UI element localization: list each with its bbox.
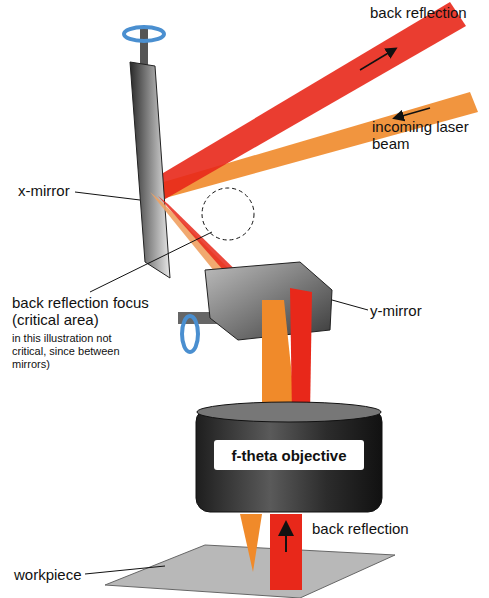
beam-down <box>290 288 312 415</box>
direction-arrow <box>285 524 287 552</box>
part-label: x-mirror <box>18 182 98 199</box>
leader-line <box>332 300 368 310</box>
part-label: in this illustration not critical, since… <box>12 332 142 371</box>
part-label: back reflection <box>312 520 442 537</box>
direction-arrow <box>395 108 430 118</box>
lens-body <box>196 408 382 512</box>
part-label: incoming laser beam <box>372 118 472 152</box>
lens-top <box>197 402 381 422</box>
x-shaft <box>140 28 148 68</box>
rotation-arrow <box>124 27 164 41</box>
critical-area-circle <box>202 188 254 240</box>
direction-arrow <box>360 49 395 70</box>
node-text: f-theta objective <box>231 447 346 464</box>
x-mirror-plate <box>130 62 170 278</box>
lens-label-box: f-theta objective <box>214 440 364 470</box>
back-reflection-beam <box>270 514 302 590</box>
part-label: workpiece <box>14 566 104 583</box>
leader-line <box>90 232 212 292</box>
focused-beam <box>240 514 262 572</box>
part-label: back reflection <box>370 4 489 21</box>
part-label: y-mirror <box>370 302 450 319</box>
leader-line <box>85 566 165 574</box>
rotation-arrow <box>182 316 198 352</box>
part-label: back reflection focus (critical area) <box>12 294 162 328</box>
leader-line <box>75 192 140 200</box>
back-reflection-beam <box>148 2 466 202</box>
